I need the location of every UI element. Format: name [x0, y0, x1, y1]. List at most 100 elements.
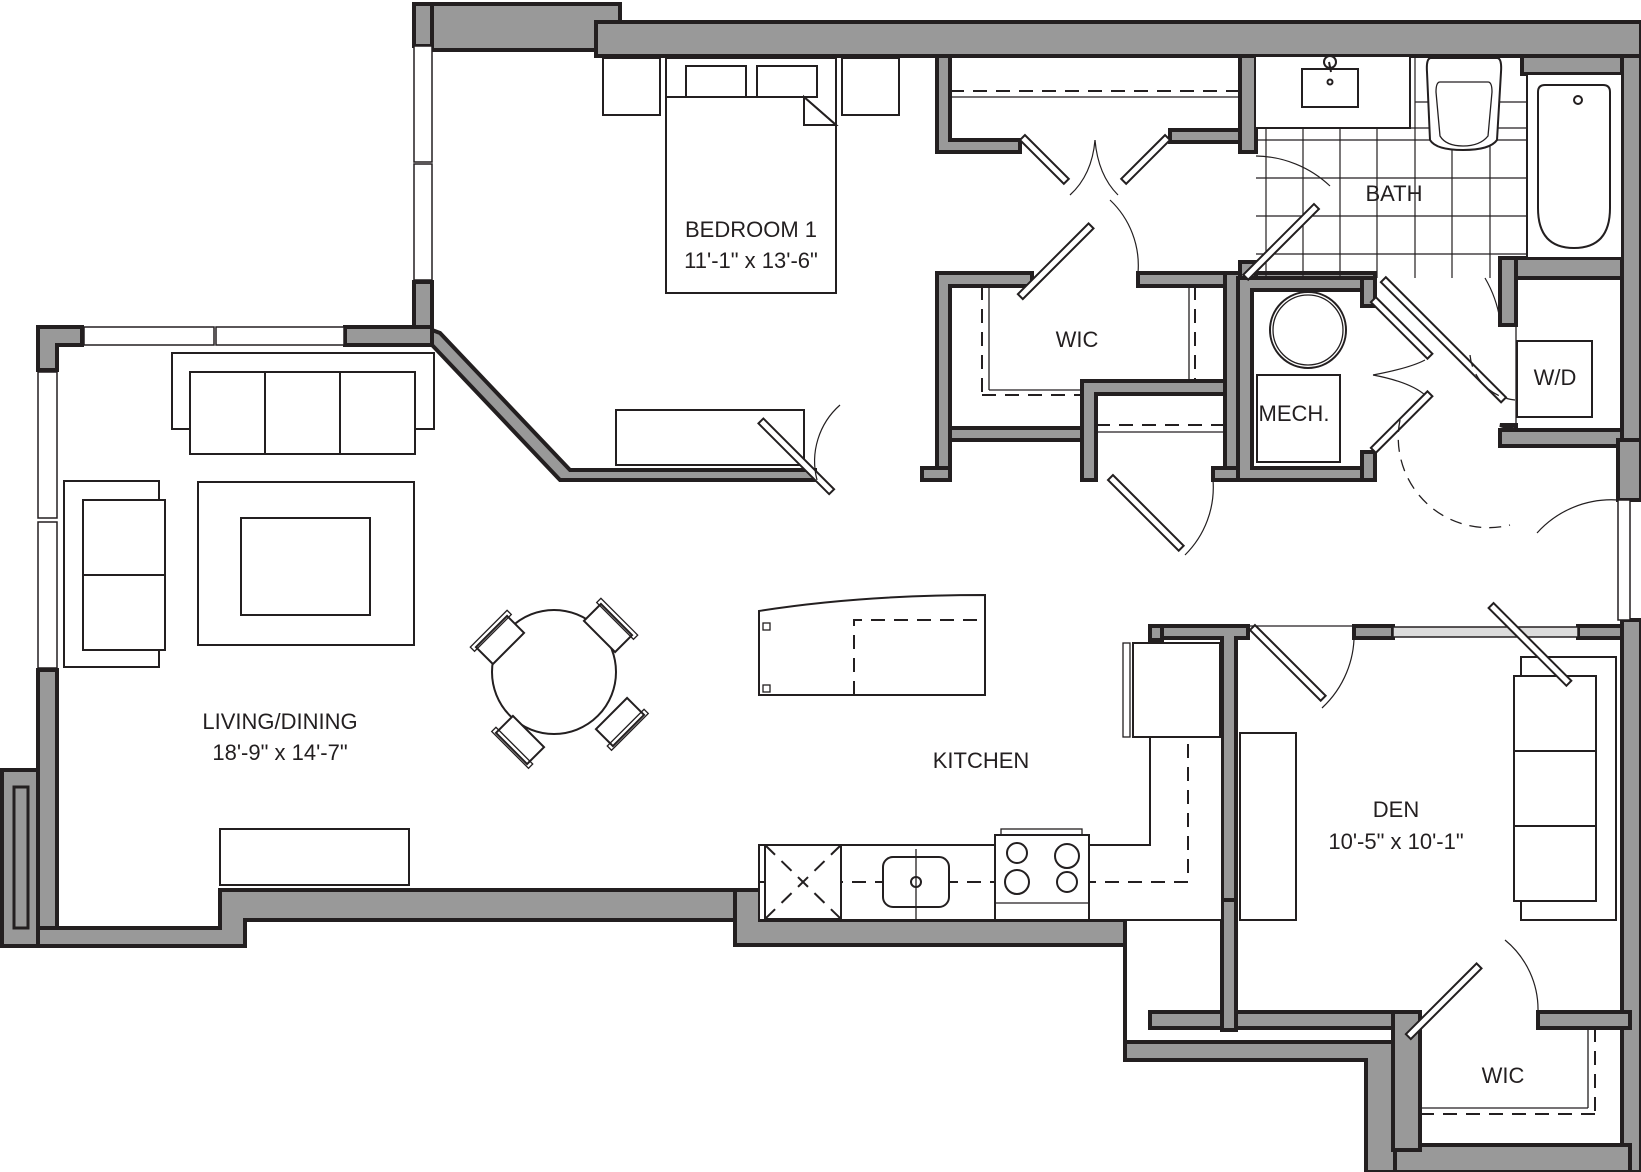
label-wic-den: WIC	[1482, 1063, 1525, 1088]
sink-basin	[1301, 68, 1359, 108]
window-entry-sidelight	[1617, 499, 1631, 621]
sofa-seat-2	[264, 371, 341, 455]
door-wic[interactable]	[1016, 199, 1139, 301]
den-console	[1239, 732, 1297, 921]
label-den-name: DEN	[1373, 797, 1419, 822]
island-overhang	[853, 619, 985, 695]
wall-den-wic-bottom	[1393, 1143, 1632, 1172]
toilet-seat	[1435, 81, 1493, 147]
label-mech: MECH.	[1259, 401, 1330, 426]
water-heater-outer	[1269, 291, 1347, 369]
burner-2	[1054, 843, 1080, 869]
wall-tub-top	[1520, 54, 1624, 76]
burner-3	[1004, 869, 1030, 895]
label-kitchen: KITCHEN	[933, 748, 1030, 773]
furnace-unit	[1256, 374, 1341, 463]
water-heater-inner	[1272, 294, 1344, 366]
door-linen[interactable]	[1106, 473, 1214, 556]
coffee-table	[240, 517, 371, 616]
counter-run	[758, 732, 1223, 921]
wall-den-wic-left	[1391, 1010, 1422, 1152]
den-sofa-seat-1	[1513, 675, 1597, 752]
toilet	[1425, 57, 1503, 152]
dining-chair-nw	[469, 609, 526, 666]
bathtub-inner	[1537, 84, 1611, 250]
nightstand-right	[841, 57, 900, 116]
door-mech[interactable]	[1369, 295, 1434, 455]
window-den-glass	[1392, 626, 1579, 638]
door-closet-left[interactable]	[1018, 133, 1096, 196]
wall-den-top-mid	[1352, 624, 1395, 640]
dining-table	[491, 609, 617, 735]
wall-wic-bottom	[948, 426, 1086, 442]
kitchen-fixtures	[758, 593, 1223, 921]
window-living-left-1	[37, 371, 58, 519]
washer-dryer	[1516, 340, 1593, 418]
kitchen-island	[758, 593, 986, 696]
bath-fixtures	[1254, 55, 1623, 278]
laundry-closet-outline	[1515, 277, 1623, 431]
bed-sheet-fold	[665, 96, 837, 294]
wall-den-wic-top-right	[1536, 1010, 1632, 1030]
window-living-top-1	[83, 326, 215, 346]
wall-bath-left	[1238, 54, 1258, 154]
wall-wic-top-left	[935, 271, 1034, 482]
den-sofa-seat-2	[1513, 750, 1597, 827]
door-entry[interactable]	[1487, 499, 1619, 688]
door-bedroom[interactable]	[757, 404, 841, 496]
door-bath[interactable]	[1241, 155, 1331, 282]
wall-kitchen-fridge	[1148, 624, 1164, 642]
loveseat-seat-2	[82, 574, 166, 651]
wall-tub-bottom	[1498, 256, 1624, 280]
label-living-dims: 18'-9" x 14'-7"	[212, 740, 347, 765]
wall-den-bottom	[1148, 1010, 1422, 1030]
label-bedroom1-name: BEDROOM 1	[685, 217, 817, 242]
wall-wd-bottom	[1498, 428, 1624, 448]
pillow-left	[685, 65, 747, 98]
window-bedroom-upper	[413, 45, 433, 163]
dining-chair-ne	[582, 597, 639, 654]
dining-chair-se	[594, 696, 650, 752]
burner-4	[1056, 871, 1078, 893]
wall-living-left-lower	[36, 668, 59, 930]
wall-den-top-right	[1576, 624, 1624, 640]
wall-wic-door-stub	[920, 466, 952, 482]
label-bath: BATH	[1365, 181, 1422, 206]
bed-sheet-corner	[803, 94, 839, 126]
pillow-right	[756, 65, 818, 98]
wall-mech-right-lower	[1360, 450, 1377, 482]
doors	[757, 133, 1619, 1041]
wall-bottom-living	[36, 888, 762, 948]
mech-laundry	[1256, 277, 1623, 463]
door-laundry[interactable]	[1379, 275, 1516, 529]
label-wic-bedroom: WIC	[1056, 327, 1099, 352]
closet-shelves	[950, 90, 1596, 1115]
window-living-top-2	[215, 326, 345, 346]
label-den-dims: 10'-5" x 10'-1"	[1328, 829, 1463, 854]
nightstand-left	[602, 57, 661, 116]
wall-den-left-bottom	[1220, 898, 1238, 1032]
wall-living-top-right	[343, 325, 434, 347]
wall-entry-right	[1616, 438, 1641, 502]
tub-drain	[1573, 95, 1583, 105]
den-sofa-seat-3	[1513, 825, 1597, 902]
door-den-wic[interactable]	[1404, 939, 1539, 1041]
wall-left-bump-inner	[12, 785, 30, 930]
door-closet-right[interactable]	[1094, 133, 1172, 196]
door-den[interactable]	[1248, 623, 1355, 709]
media-console	[219, 828, 410, 886]
burner-1	[1006, 842, 1028, 864]
wall-bath-right	[1620, 54, 1641, 442]
room-labels: BEDROOM 1 11'-1" x 13'-6" LIVING/DINING …	[202, 181, 1576, 1088]
wall-wd-left-upper	[1498, 256, 1518, 327]
wall-top	[594, 20, 1641, 58]
wall-living-corner	[36, 325, 84, 372]
area-rug	[197, 481, 415, 646]
wall-linen-door-stub	[1211, 466, 1242, 482]
dining-chair-sw	[490, 714, 546, 770]
windows	[37, 45, 1631, 669]
wall-bedroom-left-upper	[412, 2, 434, 48]
label-laundry: W/D	[1534, 365, 1577, 390]
faucet	[1322, 55, 1338, 73]
